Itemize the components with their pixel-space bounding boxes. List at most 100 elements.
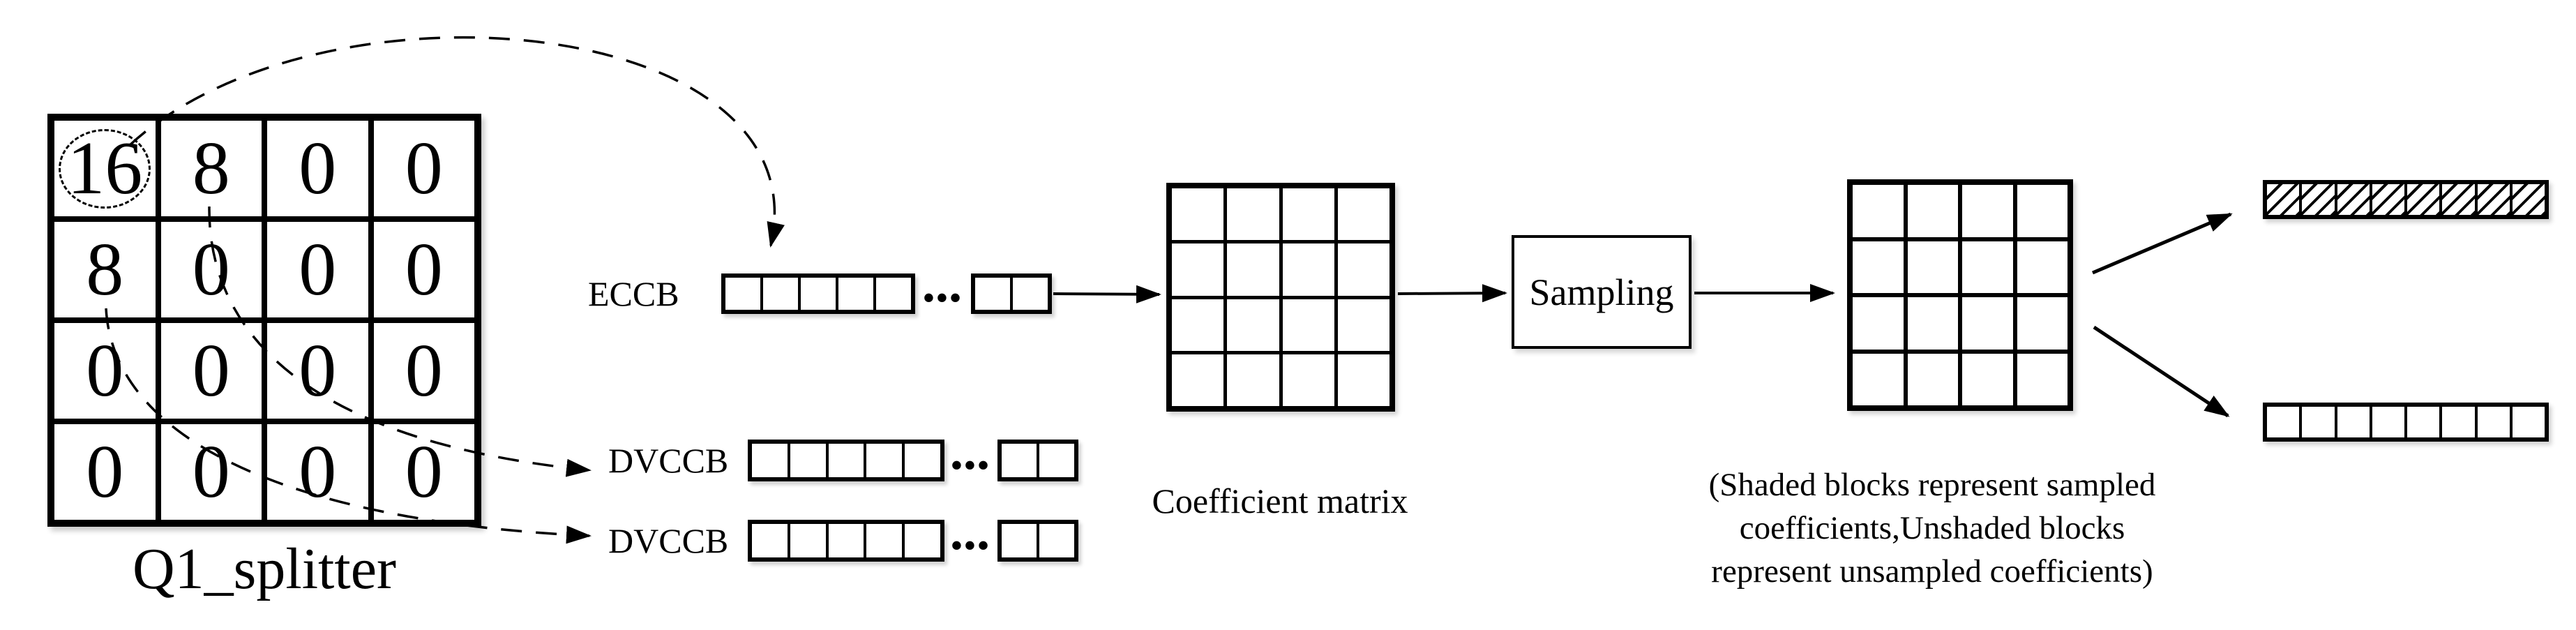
grid-cell: [1172, 188, 1224, 241]
strip-cell: [866, 444, 905, 477]
strip-cell: [2302, 184, 2337, 215]
matrix-cell: 8: [54, 222, 156, 317]
matrix-value: 0: [299, 126, 337, 210]
matrix-cell: 0: [267, 424, 368, 520]
strip-cell: [763, 278, 801, 310]
grid-cell: [1172, 243, 1224, 296]
strip-cell: [2442, 184, 2478, 215]
strip-cell: [866, 524, 905, 557]
strip-cell: [2512, 184, 2545, 215]
sampled-grid-cell: [2017, 353, 2067, 405]
matrix-value: 0: [405, 430, 443, 513]
dvccb-top-strip-main: [748, 440, 944, 481]
caption-line: (Shaded blocks represent sampled: [1708, 467, 2156, 503]
output-bar-sampled: [2263, 180, 2549, 219]
grid-cell: [1962, 353, 2013, 405]
grid-cell: [1282, 299, 1334, 351]
grid-cell: [2017, 185, 2067, 237]
caption-line: coefficients,Unshaded blocks: [1739, 510, 2125, 546]
matrix-value: 0: [299, 430, 337, 513]
ellipsis-icon: •••: [951, 447, 991, 483]
strip-cell: [2267, 184, 2303, 215]
grid-cell: [1337, 354, 1389, 406]
strip-cell: [801, 278, 838, 310]
strip-cell: [790, 524, 829, 557]
eccb-label: ECCB: [588, 274, 679, 313]
matrix-value: 0: [405, 329, 443, 412]
grid-cell: [1282, 243, 1334, 296]
strip-cell: [2442, 407, 2478, 437]
grid-cell: [1907, 185, 1958, 237]
grid-cell: [1282, 354, 1334, 406]
grid-cell: [1172, 354, 1224, 406]
ellipsis-icon: •••: [923, 280, 963, 315]
matrix-value: 8: [192, 126, 230, 210]
matrix-cell: 0: [373, 121, 474, 216]
matrix-cell: 16: [54, 121, 156, 216]
matrix-value: 0: [192, 430, 230, 513]
ellipsis-icon: •••: [951, 527, 991, 563]
sampled-grid-cell: [1853, 297, 1904, 350]
strip-cell: [2478, 407, 2513, 437]
caption: (Shaded blocks represent sampled coeffic…: [1639, 463, 2225, 593]
matrix-cell: 0: [160, 323, 262, 419]
coefficient-matrix: [1166, 183, 1395, 412]
matrix-value: 0: [192, 227, 230, 311]
sampling-box: Sampling: [1512, 235, 1692, 349]
dvccb-bottom-label: DVCCB: [608, 521, 729, 560]
arrow-coefficient-matrix-to-sampling: [1397, 284, 1507, 303]
strip-cell: [1039, 444, 1074, 477]
sampled-grid-cell: [2017, 241, 2067, 293]
grid-cell: [1227, 188, 1279, 241]
strip-cell: [2513, 407, 2545, 437]
dvccb-bottom-strip-tail: [997, 520, 1078, 562]
grid-cell: [1227, 354, 1279, 406]
matrix-cell: 0: [54, 424, 156, 520]
grid-cell: [1853, 353, 1904, 405]
sampled-grid-cell: [1962, 297, 2013, 350]
strip-cell: [828, 444, 867, 477]
strip-cell: [905, 524, 940, 557]
grid-cell: [1962, 241, 2013, 293]
matrix-value: 0: [299, 227, 337, 311]
strip-cell: [2372, 407, 2407, 437]
strip-cell: [876, 278, 911, 310]
grid-cell: [1337, 243, 1389, 296]
matrix-cell: 0: [160, 222, 262, 317]
strip-cell: [2407, 184, 2443, 215]
matrix-cell: 0: [267, 222, 368, 317]
strip-cell: [2302, 407, 2337, 437]
grid-cell: [1172, 299, 1224, 351]
matrix-cell: 0: [267, 121, 368, 216]
matrix-cell: 0: [160, 424, 262, 520]
matrix-cell: 0: [267, 323, 368, 419]
strip-cell: [790, 444, 829, 477]
coefficient-matrix-label: Coefficient matrix: [1152, 481, 1408, 520]
strip-cell: [1013, 278, 1048, 310]
sampled-grid-cell: [1853, 185, 1904, 237]
strip-cell: [1002, 444, 1039, 477]
matrix-value: 0: [86, 430, 124, 513]
strip-cell: [1002, 524, 1039, 557]
matrix-value: 0: [299, 329, 337, 412]
grid-cell: [1282, 188, 1334, 241]
eccb-strip-main: [721, 273, 915, 314]
circled-matrix-value: 16: [67, 126, 143, 210]
grid-cell: [1227, 299, 1279, 351]
matrix-cell: 0: [373, 222, 474, 317]
strip-cell: [2477, 184, 2513, 215]
strip-cell: [752, 524, 790, 557]
matrix-cell: 8: [160, 121, 262, 216]
grid-cell: [1227, 243, 1279, 296]
strip-cell: [975, 278, 1013, 310]
strip-cell: [828, 524, 867, 557]
quantization-matrix-label: Q1_splitter: [133, 537, 396, 601]
dvccb-bottom-strip-main: [748, 520, 944, 562]
strip-cell: [2337, 407, 2372, 437]
matrix-value: 0: [405, 126, 443, 210]
grid-cell: [1337, 299, 1389, 351]
strip-cell: [905, 444, 940, 477]
strip-cell: [2372, 184, 2407, 215]
dvccb-top-strip-tail: [997, 440, 1078, 481]
